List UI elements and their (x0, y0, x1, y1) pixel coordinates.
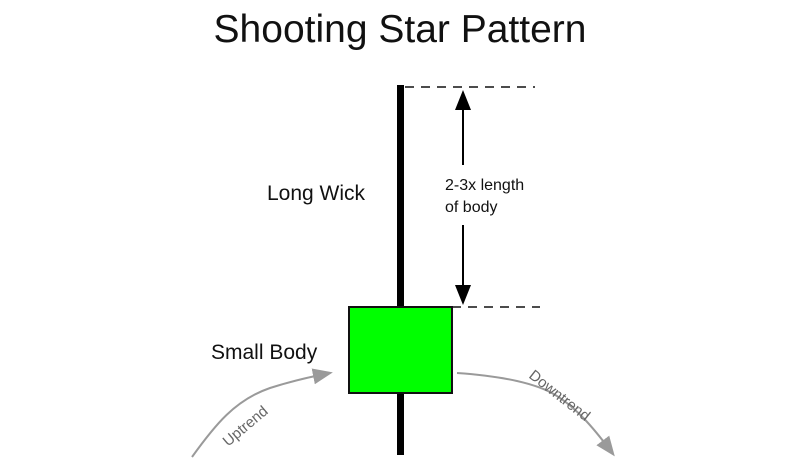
small-body-label: Small Body (211, 341, 318, 364)
measure-note: 2-3x length of body (445, 175, 524, 219)
uptrend-label: Uptrend (220, 403, 272, 450)
long-wick-label: Long Wick (267, 182, 366, 205)
downtrend-arrow (456, 372, 615, 457)
diagram-title: Shooting Star Pattern (213, 8, 587, 51)
measure-note-line1: 2-3x length (445, 177, 525, 194)
measure-note-line2: of body (445, 199, 498, 216)
candle-body (348, 306, 453, 394)
uptrend-arrow (191, 368, 333, 458)
downtrend-label: Downtrend (526, 367, 594, 425)
